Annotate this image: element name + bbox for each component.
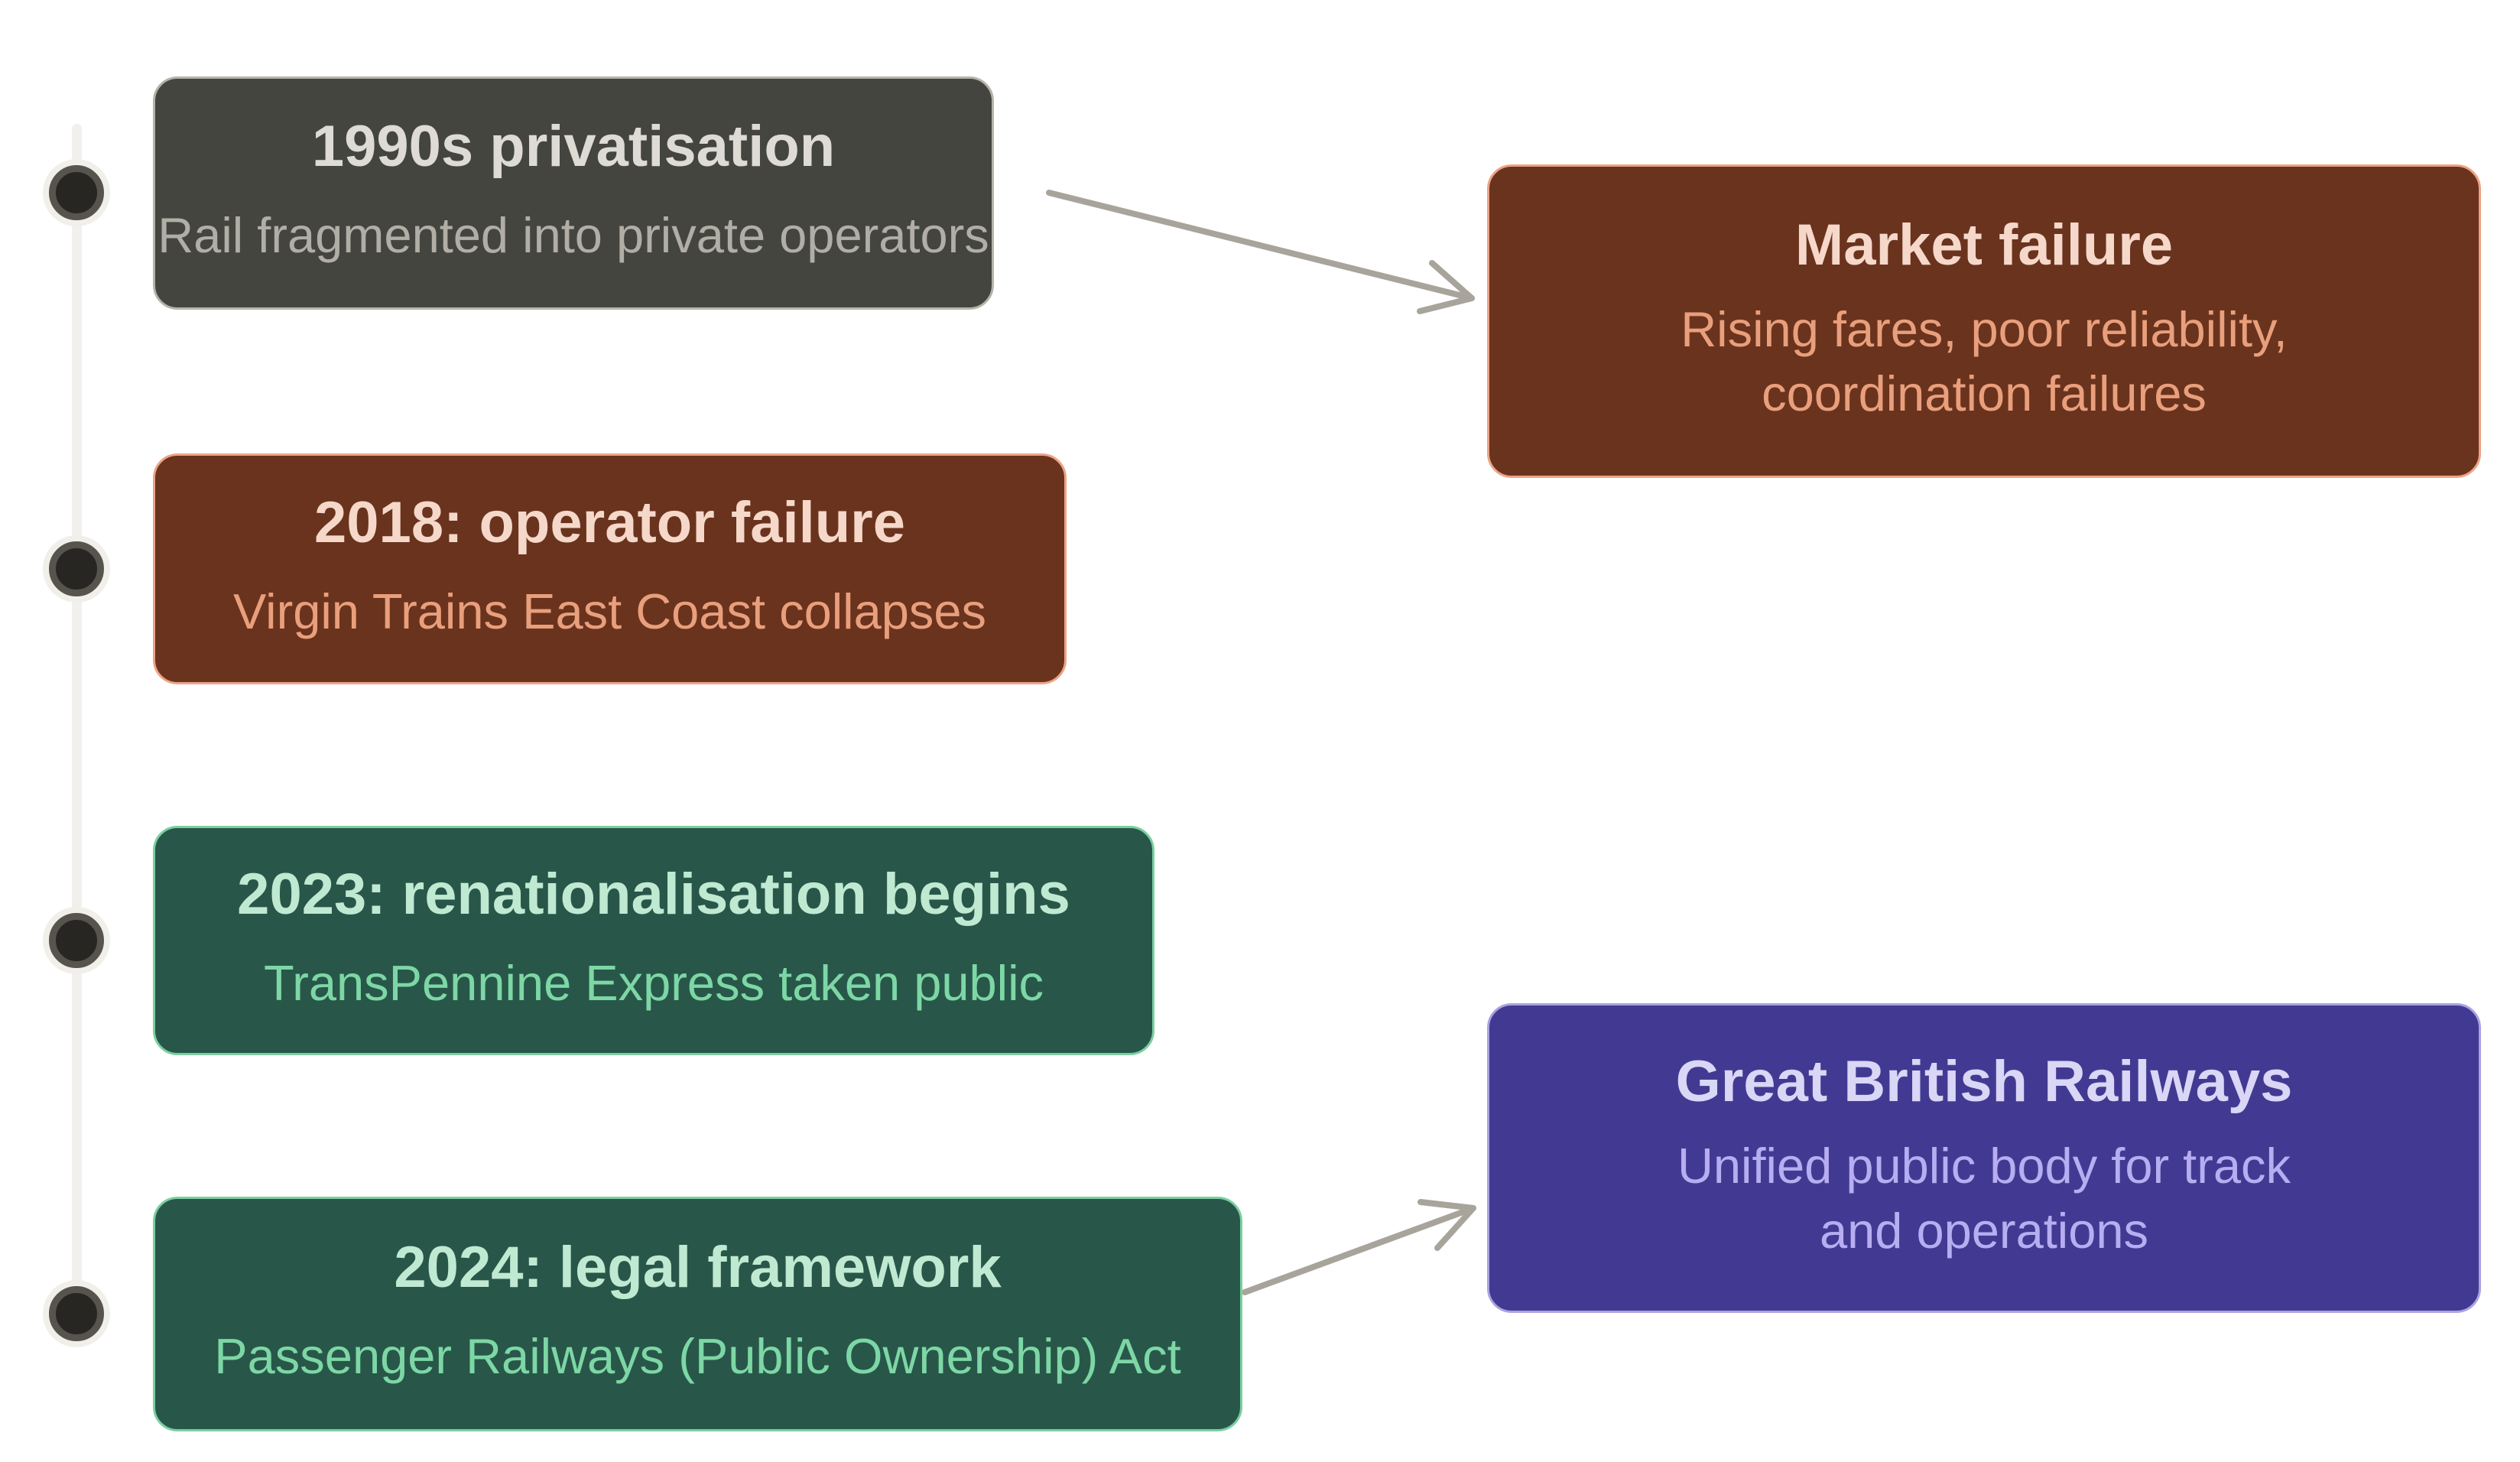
outcome-node-market-failure: Market failure Rising fares, poor reliab… (1487, 164, 2481, 478)
subtitle-line: Unified public body for track (1677, 1138, 2291, 1194)
node-title: 1990s privatisation (311, 114, 836, 180)
timeline-line (72, 124, 82, 1314)
timeline-dot-2023 (49, 913, 104, 968)
node-title: 2023: renationalisation begins (237, 861, 1070, 927)
node-subtitle: Rail fragmented into private operators (158, 207, 989, 264)
outcome-node-great-british-railways: Great British Railways Unified public bo… (1487, 1003, 2481, 1313)
connector-arrow-legal-framework-to-gbr (1242, 1205, 1476, 1295)
timeline-dot-2024 (49, 1286, 104, 1341)
timeline-dot-1990s (49, 165, 104, 220)
node-subtitle: Rising fares, poor reliability, coordina… (1681, 297, 2288, 427)
timeline-node-2018-operator-failure: 2018: operator failure Virgin Trains Eas… (153, 453, 1067, 684)
subtitle-line: Rising fares, poor reliability, (1681, 301, 2288, 357)
timeline-node-2024-legal-framework: 2024: legal framework Passenger Railways… (153, 1197, 1242, 1431)
connector-arrowhead (1418, 1199, 1476, 1251)
subtitle-line: coordination failures (1762, 366, 2207, 421)
node-title: 2018: operator failure (314, 489, 905, 555)
timeline-node-2023-renationalisation: 2023: renationalisation begins TransPenn… (153, 826, 1154, 1055)
node-title: Great British Railways (1675, 1049, 2293, 1114)
node-title: 2024: legal framework (394, 1235, 1002, 1301)
node-subtitle: Virgin Trains East Coast collapses (232, 583, 987, 639)
connector-arrowhead (1417, 260, 1475, 314)
node-subtitle: TransPennine Express taken public (263, 954, 1044, 1011)
node-subtitle: Unified public body for track and operat… (1677, 1134, 2291, 1263)
connector-arrow-privatisation-to-market-failure (1046, 190, 1475, 301)
timeline-node-1990s-privatisation: 1990s privatisation Rail fragmented into… (153, 76, 994, 310)
timeline-dot-2018 (49, 541, 104, 596)
node-title: Market failure (1794, 212, 2174, 278)
node-subtitle: Passenger Railways (Public Ownership) Ac… (214, 1328, 1181, 1385)
subtitle-line: and operations (1819, 1202, 2149, 1259)
